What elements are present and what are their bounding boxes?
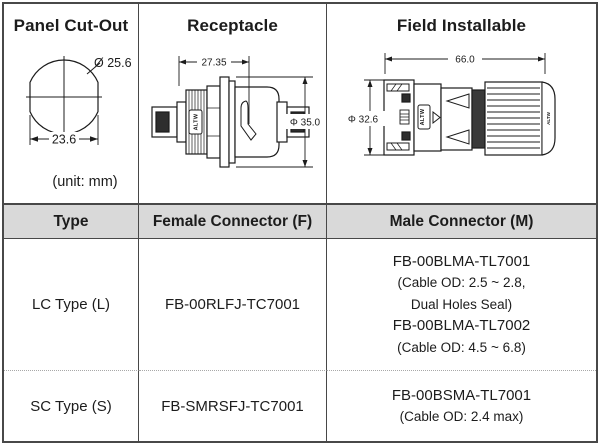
lc-male-note-1a: (Cable OD: 2.5 ~ 2.8, [397, 275, 526, 291]
lc-male-note-2: (Cable OD: 4.5 ~ 6.8) [397, 339, 526, 355]
receptacle-logo: ALTW [194, 113, 200, 130]
receptacle-diameter-dim: Φ 35.0 [290, 118, 321, 129]
field-installable-title: Field Installable [396, 16, 527, 35]
lc-type-cell: LC Type (L) [4, 239, 139, 371]
sc-female-part-cell: FB-SMRSFJ-TC7001 [139, 371, 327, 441]
receptacle-title: Receptacle [187, 16, 278, 35]
dim-arrow-left [30, 136, 38, 142]
receptacle-drawing: ALTW 27.35 Φ 35.0 [151, 55, 325, 168]
sc-male-note-1: (Cable OD: 2.4 max) [399, 409, 524, 424]
panel-cutout-cell: 23.6 Ø 25.6 Panel Cut-Out (unit: mm) [4, 4, 139, 204]
field-length-dim: 66.0 [455, 55, 475, 66]
field-installable-drawing: ALTW ALTW 66.0 Φ 32.6 [340, 52, 556, 156]
lc-female-part-cell: FB-00RLFJ-TC7001 [139, 239, 327, 371]
field-diameter-dim: Φ 32.6 [348, 115, 379, 126]
lc-male-part-cell: FB-00BLMA-TL7001 (Cable OD: 2.5 ~ 2.8, D… [327, 239, 596, 371]
unit-note: (unit: mm) [52, 174, 118, 190]
receptacle-length-dim: 27.35 [201, 58, 226, 69]
lc-male-part-1: FB-00BLMA-TL7001 [392, 252, 531, 270]
header-type: Type [4, 204, 139, 239]
sc-male-part-cell: FB-00BSMA-TL7001 (Cable OD: 2.4 max) [327, 371, 596, 441]
panel-width-dim: 23.6 [52, 133, 76, 147]
lc-male-part-2: FB-00BLMA-TL7002 [392, 317, 531, 335]
field-gland-logo: ALTW [546, 111, 551, 124]
panel-cutout-title: Panel Cut-Out [13, 16, 129, 35]
panel-diameter-dim: Ø 25.6 [94, 56, 132, 70]
panel-cutout-drawing: 23.6 Ø 25.6 [26, 56, 132, 147]
header-male-connector: Male Connector (M) [327, 204, 596, 239]
sc-male-part-1: FB-00BSMA-TL7001 [391, 386, 532, 404]
lc-male-note-1b: Dual Holes Seal) [410, 296, 513, 312]
sc-type-cell: SC Type (S) [4, 371, 139, 441]
receptacle-cell: ALTW 27.35 Φ 35.0 Receptacle [139, 4, 327, 204]
dim-arrow-right [90, 136, 98, 142]
field-logo: ALTW [420, 108, 426, 125]
header-female-connector: Female Connector (F) [139, 204, 327, 239]
field-installable-cell: ALTW ALTW 66.0 Φ 32.6 Field Installable [327, 4, 596, 204]
